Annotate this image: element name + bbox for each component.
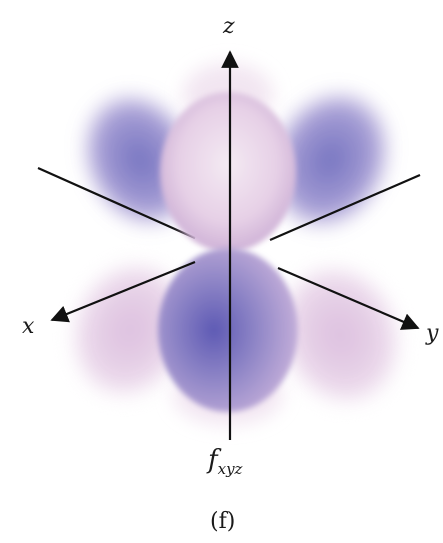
z-axis-label: z — [222, 14, 235, 39]
x-axis-label: x — [22, 314, 35, 339]
back-lobe-lower-right — [278, 264, 402, 406]
y-axis-label: y — [425, 321, 439, 346]
y-axis-front — [277, 266, 420, 330]
y-axis-back — [269, 173, 421, 242]
back-lobe-upper-right — [269, 90, 391, 230]
figure-caption: (f) — [210, 509, 235, 534]
front-lobes — [158, 92, 298, 412]
orbital-subscript: xyz — [218, 460, 243, 478]
back-lobes — [70, 63, 402, 425]
x-axis-front — [50, 260, 196, 323]
back-lobe-lower-left — [70, 261, 190, 399]
x-axis-back — [37, 166, 196, 240]
orbital-name: fxyz — [206, 445, 243, 478]
front-lobe-bottom — [158, 248, 298, 412]
front-lobe-top — [160, 92, 296, 252]
